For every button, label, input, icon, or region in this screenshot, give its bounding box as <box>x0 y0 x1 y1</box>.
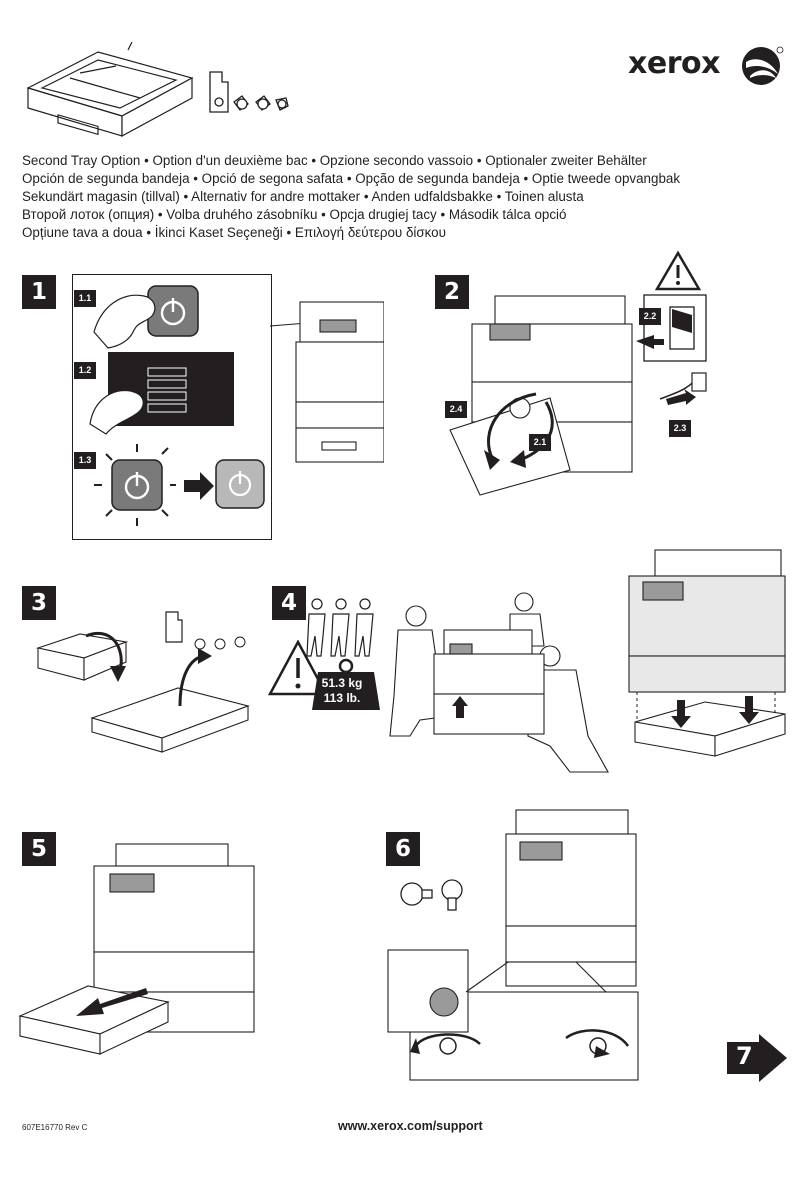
step-7-label: 7 <box>736 1042 753 1070</box>
multilingual-title: Second Tray Option • Option d'un deuxièm… <box>22 152 712 242</box>
substep-1-3-badge: 1.3 <box>74 452 96 469</box>
substep-2-4-badge: 2.4 <box>445 401 467 418</box>
tray-illustration <box>26 41 194 138</box>
document-id: 607E16770 Rev C <box>22 1123 88 1132</box>
unpacking-illustration <box>35 611 250 753</box>
xerox-sphere-icon <box>742 46 784 85</box>
weight-lb-label: 113 lb. <box>323 691 361 705</box>
printer-onto-tray-illustration <box>628 549 786 757</box>
warning-icon <box>655 250 701 291</box>
step-6-badge: 6 <box>386 832 420 866</box>
title-line: Opțiune tava a doua • İkinci Kaset Seçen… <box>22 225 446 240</box>
xerox-wordmark: xerox <box>628 46 720 81</box>
title-line: Opción de segunda bandeja • Opció de seg… <box>22 171 681 186</box>
open-tray-illustration <box>18 843 255 1055</box>
title-line: Второй лоток (опция) • Volba druhého zás… <box>22 207 567 222</box>
step-2-badge: 2 <box>435 275 469 309</box>
three-person-lift-icon <box>306 598 374 657</box>
screws-pair-illustration <box>400 879 463 911</box>
step-5-badge: 5 <box>22 832 56 866</box>
title-line: Second Tray Option • Option d'un deuxièm… <box>22 153 647 168</box>
heavy-weight-warning-icon <box>268 640 380 710</box>
title-line: Sekundärt magasin (tillval) • Alternativ… <box>22 189 584 204</box>
substep-2-3-badge: 2.3 <box>669 420 691 437</box>
bracket-and-screws-illustration <box>209 71 289 113</box>
next-step-arrow-icon[interactable] <box>727 1034 789 1082</box>
printer-illustration-step1 <box>270 301 384 463</box>
power-button-press-illustration <box>89 285 265 526</box>
lifting-printer-illustration <box>389 592 609 773</box>
power-switch-illustration <box>636 294 707 405</box>
support-url-link[interactable]: www.xerox.com/support <box>338 1119 483 1133</box>
substep-1-2-badge: 1.2 <box>74 362 96 379</box>
substep-2-1-badge: 2.1 <box>529 434 551 451</box>
substep-1-1-badge: 1.1 <box>74 290 96 307</box>
xerox-logo: xerox <box>628 44 788 90</box>
power-button-icon <box>147 285 199 337</box>
step-4-badge: 4 <box>272 586 306 620</box>
step-1-badge: 1 <box>22 275 56 309</box>
attach-screws-illustration <box>387 809 639 1081</box>
printer-illustration-step2 <box>449 295 633 496</box>
step-3-badge: 3 <box>22 586 56 620</box>
substep-2-2-badge: 2.2 <box>639 308 661 325</box>
weight-kg-label: 51.3 kg <box>321 676 363 690</box>
